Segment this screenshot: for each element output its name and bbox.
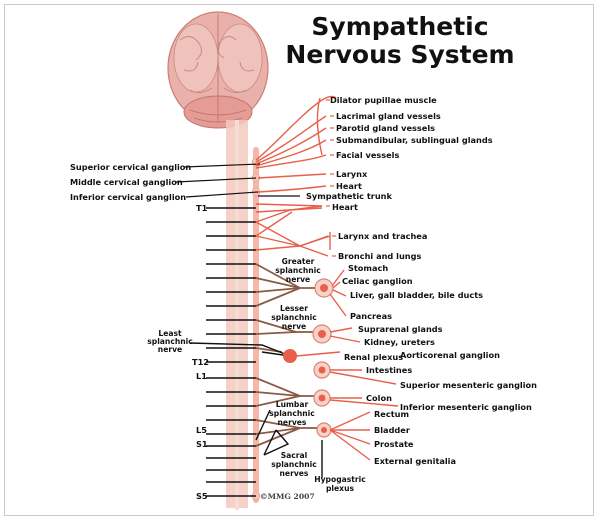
label-sacral-1: Sacral (281, 451, 308, 460)
label-superior-cervical: Superior cervical ganglion (70, 162, 191, 172)
label-larynx-trachea: Larynx and trachea (338, 231, 427, 241)
label-aorticorenal: Aorticorenal ganglion (400, 350, 500, 360)
label-least-3: nerve (158, 345, 182, 354)
label-suprarenal: Suprarenal glands (358, 324, 443, 334)
segment-l5: L5 (196, 425, 207, 435)
label-lumbar-1: Lumbar (276, 400, 309, 409)
label-heart-lower: Heart (332, 202, 358, 212)
label-facial: Facial vessels (336, 150, 399, 160)
label-middle-cervical: Middle cervical ganglion (70, 177, 183, 187)
label-greater-2: splanchnic (275, 266, 321, 275)
label-rectum: Rectum (374, 409, 409, 419)
label-sympathetic-trunk: Sympathetic trunk (306, 191, 392, 201)
label-pancreas: Pancreas (350, 311, 392, 321)
segment-t12: T12 (192, 357, 209, 367)
title-line-1: Sympathetic (311, 12, 488, 41)
copyright-text: ©MMG 2007 (260, 492, 315, 501)
label-hypogastric-2: plexus (326, 484, 354, 493)
label-submandibular: Submandibular, sublingual glands (336, 135, 493, 145)
label-bladder: Bladder (374, 425, 411, 435)
label-heart-upper: Heart (336, 181, 362, 191)
label-prostate: Prostate (374, 439, 414, 449)
label-hypogastric-1: Hypogastric (314, 475, 366, 484)
label-sup-mesenteric: Superior mesenteric ganglion (400, 380, 537, 390)
head-neck-fibres (256, 96, 336, 192)
label-greater-1: Greater (282, 257, 315, 266)
label-lesser-1: Lesser (280, 304, 308, 313)
label-inferior-cervical: Inferior cervical ganglion (70, 192, 186, 202)
label-dilator-pupillae: Dilator pupillae muscle (330, 95, 437, 105)
label-lesser-3: nerve (282, 322, 306, 331)
label-larynx: Larynx (336, 169, 368, 179)
label-colon: Colon (366, 393, 392, 403)
organ-markers (326, 100, 336, 256)
label-lumbar-2: splanchnic (269, 409, 315, 418)
label-greater-3: nerve (286, 275, 310, 284)
label-celiac: Celiac ganglion (342, 276, 413, 286)
label-bronchi: Bronchi and lungs (338, 251, 421, 261)
label-parotid: Parotid gland vessels (336, 123, 435, 133)
segment-t1: T1 (196, 203, 208, 213)
label-liver: Liver, gall bladder, bile ducts (350, 290, 483, 300)
brain-illustration (168, 12, 268, 128)
segment-l1: L1 (196, 371, 207, 381)
thoracic-fibres (256, 204, 330, 256)
label-renal-plexus: Renal plexus (344, 352, 403, 362)
label-inf-mesenteric: Inferior mesenteric ganglion (400, 402, 532, 412)
label-sacral-3: nerves (280, 469, 309, 478)
label-genitalia: External genitalia (374, 456, 456, 466)
label-lesser-2: splanchnic (271, 313, 317, 322)
label-lumbar-3: nerves (278, 418, 307, 427)
label-stomach: Stomach (348, 263, 388, 273)
label-kidney: Kidney, ureters (364, 337, 435, 347)
label-lacrimal: Lacrimal gland vessels (336, 111, 441, 121)
title-line-2: Nervous System (285, 40, 514, 69)
label-sacral-2: splanchnic (271, 460, 317, 469)
segment-s5: S5 (196, 491, 208, 501)
segment-s1: S1 (196, 439, 208, 449)
label-intestines: Intestines (366, 365, 412, 375)
